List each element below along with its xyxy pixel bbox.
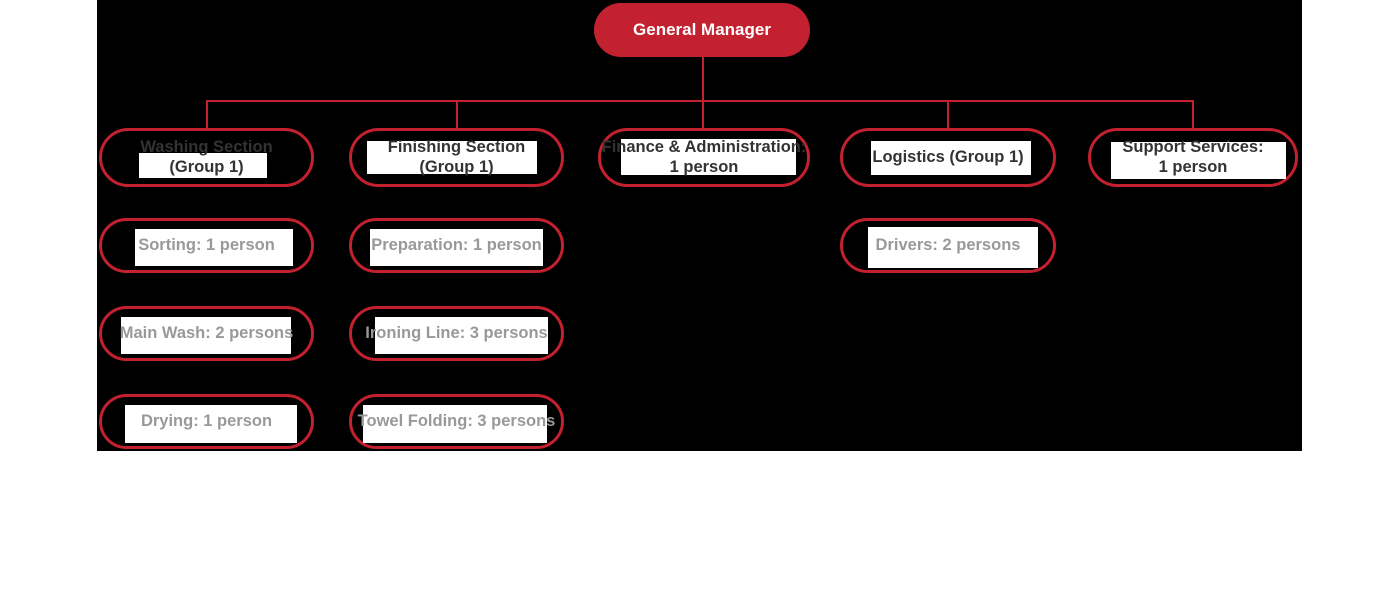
node-label-line1: Washing Section: [140, 138, 273, 156]
node-label: General Manager: [633, 20, 771, 40]
node-drivers: Drivers: 2 persons: [840, 218, 1056, 273]
label-background: [868, 227, 1038, 268]
label-background: [125, 405, 297, 443]
node-washing-section: Washing Section (Group 1): [99, 128, 314, 187]
label-background: [370, 229, 543, 266]
connector-drop-finishing: [456, 100, 458, 128]
node-general-manager: General Manager: [594, 3, 810, 57]
node-main-wash: Main Wash: 2 persons: [99, 306, 314, 361]
node-towel-folding: Towel Folding: 3 persons: [349, 394, 564, 449]
node-label: Towel Folding: 3 persons: [357, 411, 556, 430]
node-label-line2: (Group 1): [419, 157, 494, 176]
label-background: [121, 317, 291, 354]
node-label-line2: 1 person: [669, 157, 739, 176]
diagram-canvas: General Manager Washing Section (Group 1…: [97, 0, 1302, 451]
node-label-line1: Support Services:: [1122, 138, 1264, 156]
node-label: Main Wash: 2 persons: [119, 323, 294, 342]
node-ironing-line: Ironing Line: 3 persons: [349, 306, 564, 361]
node-logistics: Logistics (Group 1): [840, 128, 1056, 187]
node-support-services: Support Services: 1 person: [1088, 128, 1298, 187]
node-drying: Drying: 1 person: [99, 394, 314, 449]
node-label: Ironing Line: 3 persons: [365, 323, 548, 342]
label-background: [1111, 142, 1286, 179]
node-finishing-section: Finishing Section (Group 1): [349, 128, 564, 187]
node-label-line1: Finance & Administration:: [601, 138, 807, 156]
node-preparation: Preparation: 1 person: [349, 218, 564, 273]
label-background: [375, 317, 548, 354]
node-label: Drivers: 2 persons: [875, 235, 1021, 254]
node-sorting: Sorting: 1 person: [99, 218, 314, 273]
connector-drop-washing: [206, 100, 208, 128]
node-label-line1: Logistics (Group 1): [872, 147, 1024, 166]
connector-root-drop: [702, 57, 704, 101]
connector-drop-logistics: [947, 100, 949, 128]
label-background: [621, 139, 796, 175]
label-background: [139, 153, 267, 178]
node-label-line2: (Group 1): [169, 157, 244, 176]
connector-drop-support: [1192, 100, 1194, 128]
label-background: [135, 229, 293, 266]
node-label-line1: Finishing Section: [387, 138, 526, 156]
label-background: [871, 141, 1031, 175]
node-label: Sorting: 1 person: [138, 235, 275, 254]
connector-horizontal: [206, 100, 1193, 102]
node-finance-administration: Finance & Administration: 1 person: [598, 128, 810, 187]
connector-drop-finance: [702, 100, 704, 128]
node-label: Drying: 1 person: [140, 411, 273, 430]
label-background: [367, 141, 537, 174]
label-background: [363, 405, 547, 443]
node-label: Preparation: 1 person: [371, 235, 542, 254]
node-label-line2: 1 person: [1158, 157, 1228, 176]
